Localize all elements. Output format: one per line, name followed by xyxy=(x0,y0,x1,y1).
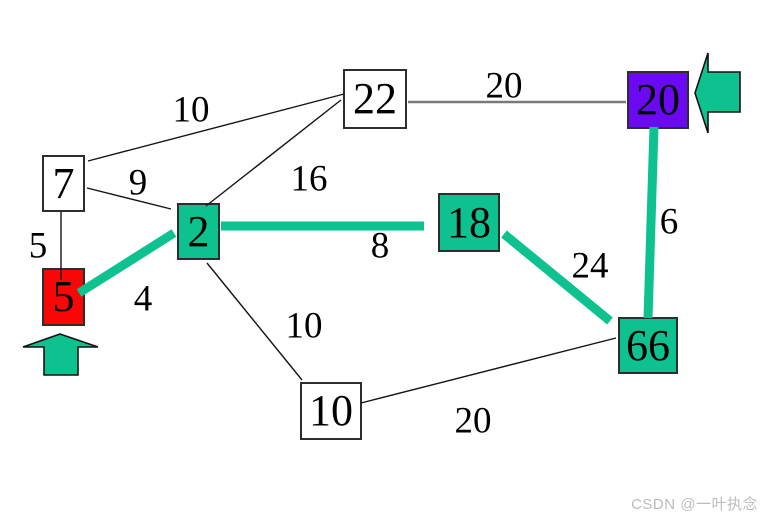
edge-weight-5-2: 4 xyxy=(133,278,153,320)
node-18: 18 xyxy=(438,193,500,252)
node-5: 5 xyxy=(42,268,85,326)
edge-weight-10-66: 20 xyxy=(454,400,492,442)
edge-weight-2-10: 10 xyxy=(285,305,323,347)
watermark: CSDN @一叶执念 xyxy=(631,496,758,513)
edge-weight-7-2: 9 xyxy=(128,162,148,204)
node-2: 2 xyxy=(177,203,220,260)
node-22: 22 xyxy=(343,69,407,129)
node-7: 7 xyxy=(42,155,85,212)
node-20: 20 xyxy=(627,71,689,129)
edge-weight-22-20: 20 xyxy=(485,65,523,107)
edge-weight-7-22: 10 xyxy=(172,89,210,131)
node-66: 66 xyxy=(618,317,678,374)
edge-weight-2-18: 8 xyxy=(370,225,390,267)
edge-weight-20-66: 6 xyxy=(659,201,679,243)
edge-weight-7-5: 5 xyxy=(28,225,48,267)
edge-weight-18-66: 24 xyxy=(571,245,609,287)
node-10: 10 xyxy=(300,382,362,440)
edge-weight-2-22: 16 xyxy=(290,158,328,200)
